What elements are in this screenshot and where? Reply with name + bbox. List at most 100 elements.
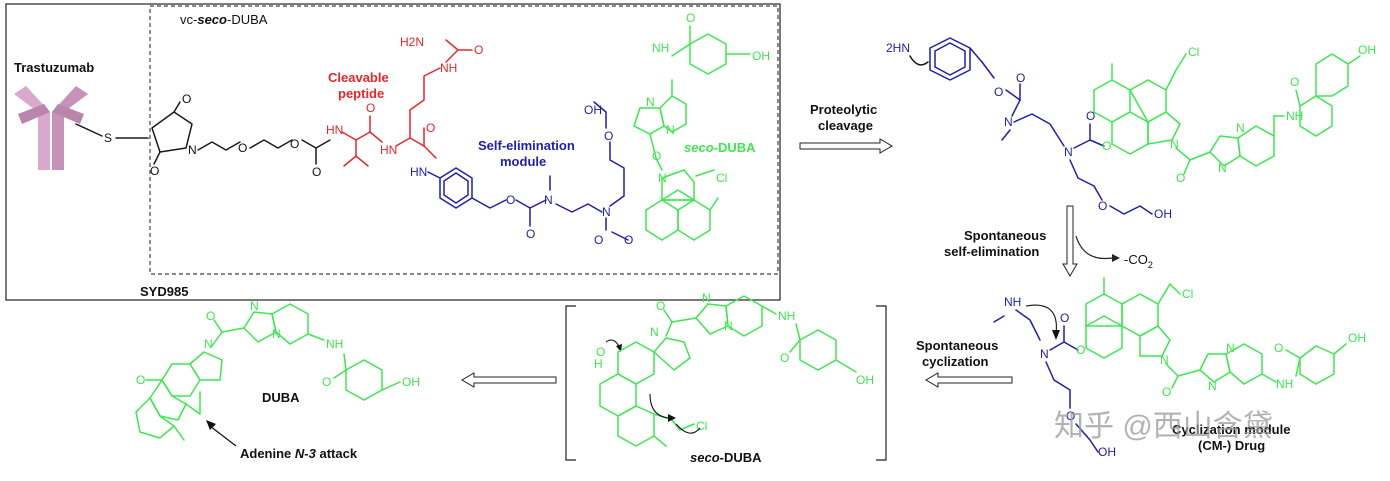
svg-text:O: O [604,129,613,143]
svg-text:O: O [238,141,247,155]
antibody-label: Trastuzumab [14,60,94,75]
svg-text:N: N [1040,347,1049,361]
svg-text:O: O [426,121,435,135]
svg-text:O: O [1290,75,1299,89]
svg-text:NH: NH [1004,295,1021,309]
svg-text:O: O [1098,199,1107,213]
svg-text:O: O [1176,171,1185,185]
svg-text:Cl: Cl [1182,287,1193,301]
svg-text:O: O [506,193,515,207]
svg-text:N: N [188,143,197,157]
svg-text:N: N [1004,115,1013,129]
svg-text:N: N [666,123,675,137]
svg-text:O: O [526,227,535,241]
adenine-attack-arrow [209,425,237,447]
svg-text:OH: OH [1358,43,1376,57]
svg-text:N: N [544,193,553,207]
product1-structure: 2HN O O N N O O O OH N Cl O [886,37,1376,221]
svg-text:O: O [290,137,299,151]
svg-text:N: N [702,291,711,305]
svg-text:O: O [652,149,661,163]
svg-text:O: O [1162,385,1171,399]
svg-text:N: N [1236,121,1245,135]
svg-text:O: O [686,11,695,25]
adc-name-label: SYD985 [140,284,188,299]
bracket-right [876,305,887,461]
svg-text:O: O [624,233,633,247]
svg-text:O: O [1016,71,1025,85]
duba-label: DUBA [262,390,300,405]
svg-text:O: O [656,299,665,313]
adenine-attack-label: Adenine N-3 attack [240,446,358,461]
svg-text:N: N [1160,353,1169,367]
svg-text:O: O [1066,409,1075,423]
svg-text:N: N [250,299,259,313]
svg-text:HN: HN [410,165,427,179]
svg-text:O: O [366,101,375,115]
svg-text:O: O [312,165,321,179]
svg-text:Cl: Cl [1188,45,1199,59]
seco-duba-bracketed: O H N Cl O N N NH O OH [594,291,874,447]
svg-text:OH: OH [1098,445,1116,459]
svg-text:O: O [206,309,215,323]
svg-text:N: N [1226,341,1235,355]
syd985-frame [5,3,781,301]
svg-text:NH: NH [440,61,457,75]
svg-text:N: N [1064,145,1073,159]
svg-text:O: O [594,233,603,247]
svg-text:OH: OH [752,49,770,63]
svg-text:O: O [1060,311,1069,325]
svg-text:N: N [1218,161,1227,175]
svg-text:N: N [1208,379,1217,393]
svg-text:2HN: 2HN [886,41,910,55]
cyclization-intermediate: NH N O O O OH N Cl O N N NH O [993,277,1366,459]
svg-text:O: O [1274,341,1283,355]
arrow-cyclization [925,372,1013,388]
watermark-text: 知乎 @西山含黛 [1054,410,1273,443]
svg-text:N: N [646,95,655,109]
svg-text:HN: HN [326,123,343,137]
bracket-left [565,305,576,461]
co2-label: -CO2 [1124,252,1153,270]
duba-structure: O N O N N NH O OH [135,299,420,441]
svg-text:NH: NH [326,337,343,351]
svg-text:OH: OH [584,103,602,117]
svg-text:H: H [594,357,603,371]
svg-text:NH: NH [1286,109,1303,123]
svg-text:N: N [650,325,659,339]
svg-text:N: N [1170,137,1179,151]
svg-text:N: N [204,337,213,351]
svg-text:N: N [658,171,667,185]
svg-text:OH: OH [1348,331,1366,345]
svg-text:O: O [1086,109,1095,123]
arrow-to-duba [461,372,557,388]
svg-text:O: O [1102,139,1111,153]
svg-text:NH: NH [1276,377,1293,391]
svg-text:H2N: H2N [400,35,424,49]
svg-text:OH: OH [402,375,420,389]
svg-text:O: O [474,43,483,57]
construct-label: vc-seco-DUBA [180,12,268,27]
svg-text:HN: HN [380,143,397,157]
svg-text:N: N [272,327,281,341]
seco-duba-label: seco-DUBA [690,450,762,465]
svg-text:OH: OH [856,373,874,387]
svg-text:Cl: Cl [696,419,707,433]
svg-text:Cl: Cl [716,171,727,185]
svg-text:O: O [182,92,191,106]
seco-duba-structure: Cl N O N N NH O OH seco-DUBA [633,11,770,241]
arrow-self-elimination [1062,205,1120,277]
svg-text:NH: NH [778,309,795,323]
svg-text:O: O [1076,343,1085,357]
svg-text:N: N [602,205,611,219]
arrow-proteolytic-cleavage [799,138,893,154]
svg-text:O: O [150,164,159,178]
svg-text:O: O [322,375,331,389]
svg-text:O: O [780,351,789,365]
